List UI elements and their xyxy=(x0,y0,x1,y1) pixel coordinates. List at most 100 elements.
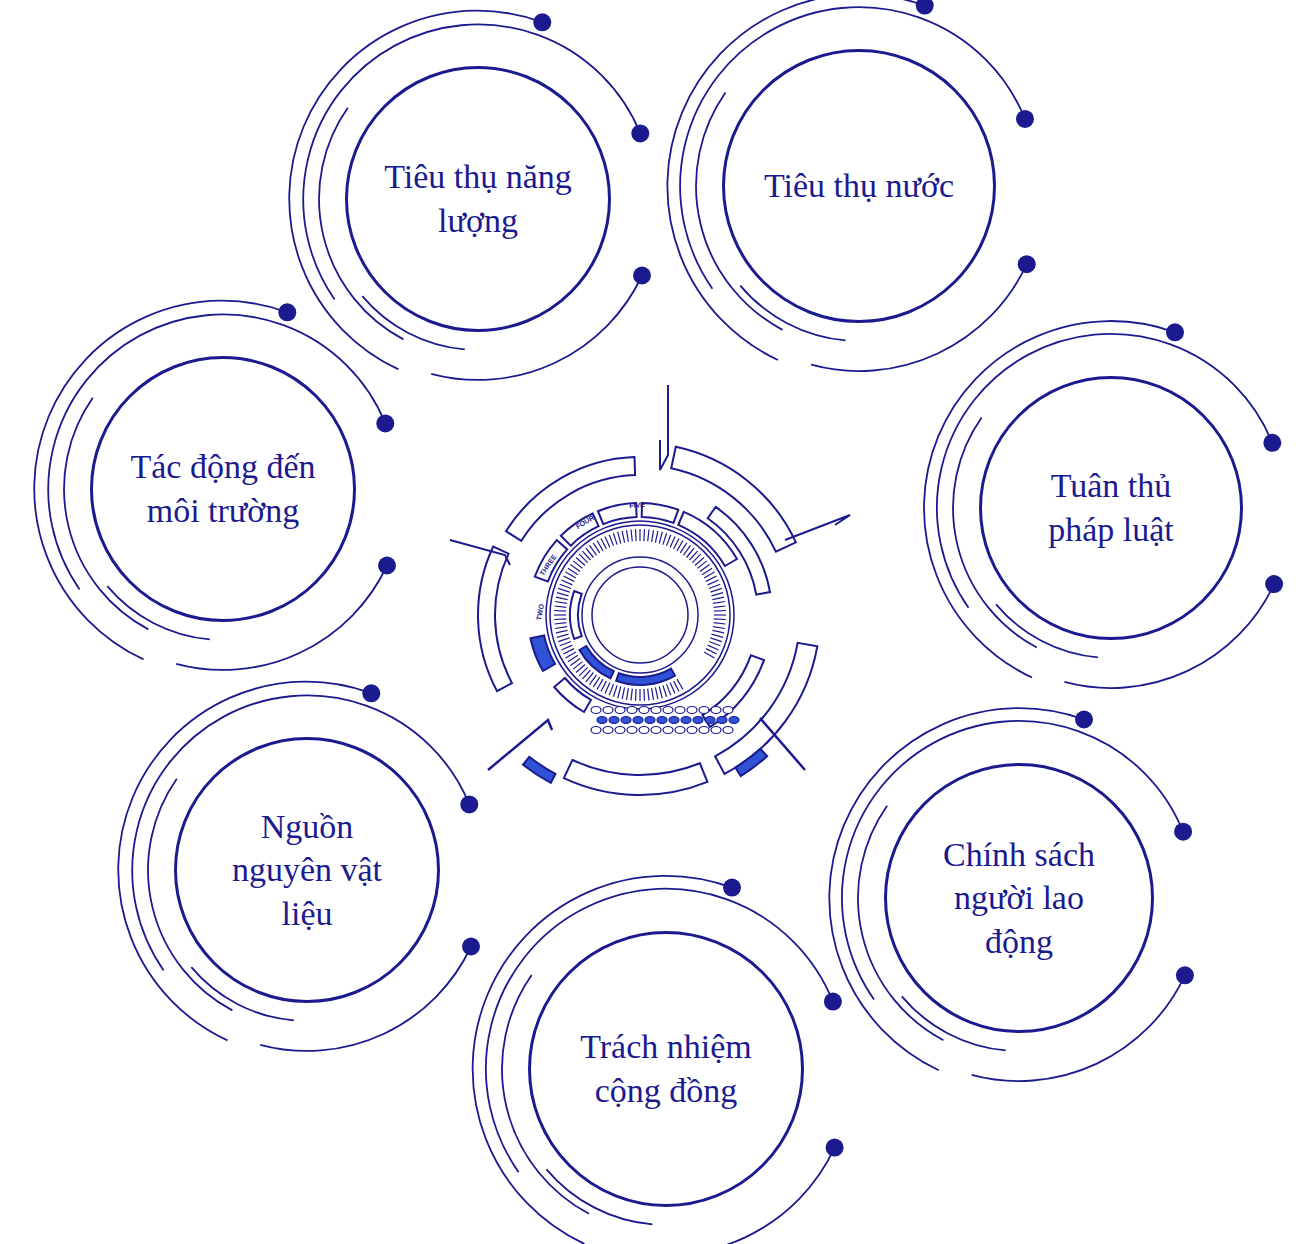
wheel-tick xyxy=(659,687,662,699)
wheel-tick xyxy=(704,572,714,578)
wheel-dot xyxy=(639,707,649,714)
wheel-tick xyxy=(618,532,621,544)
wheel-dot xyxy=(639,727,649,734)
orbit-arcs xyxy=(473,876,844,1244)
wheel-dot xyxy=(675,727,685,734)
wheel-tick xyxy=(709,584,720,588)
wheel-tick xyxy=(613,533,617,544)
topic-text: Tuân thủ pháp luật xyxy=(1026,464,1196,551)
wheel-dot xyxy=(597,717,607,724)
topic-text: Chính sách người lao động xyxy=(924,833,1114,964)
wheel-dot xyxy=(729,717,739,724)
wheel-tick xyxy=(713,627,725,629)
wheel-segment xyxy=(642,503,679,523)
topic-text: Tác động đến môi trường xyxy=(108,445,338,532)
wheel-tick xyxy=(555,627,567,629)
wheel-dot xyxy=(615,727,625,734)
wheel-tick xyxy=(597,541,603,551)
orbit-dot xyxy=(462,938,480,956)
wheel-tick xyxy=(710,638,721,642)
wheel-tick xyxy=(708,580,719,585)
wheel-spike xyxy=(488,720,552,770)
orbit-dot xyxy=(278,303,296,321)
wheel-segment xyxy=(554,678,591,712)
wheel-ring xyxy=(592,567,688,663)
wheel-tick xyxy=(674,681,679,692)
orbit-dot xyxy=(1176,966,1194,984)
orbit-dot xyxy=(631,124,649,142)
orbit-dot xyxy=(1018,255,1036,273)
wheel-tick xyxy=(712,630,724,633)
wheel-tick xyxy=(652,530,654,542)
wheel-tick xyxy=(652,688,654,700)
wheel-spike xyxy=(450,540,510,565)
wheel-dot xyxy=(657,717,667,724)
wheel-tick xyxy=(560,584,571,588)
wheel-tick xyxy=(648,530,649,542)
wheel-dot xyxy=(603,727,613,734)
wheel-tick xyxy=(627,530,629,542)
orbit-dot xyxy=(1265,575,1283,593)
wheel-ring xyxy=(550,525,730,705)
wheel-tick xyxy=(655,531,658,543)
wheel-tick xyxy=(677,679,683,689)
wheel-dot xyxy=(627,707,637,714)
wheel-tick xyxy=(708,645,719,650)
tech-wheel xyxy=(450,385,850,795)
wheel-tick xyxy=(554,618,566,620)
orbit-dot xyxy=(1166,323,1184,341)
orbit-dot xyxy=(1075,711,1093,729)
orbit-arcs xyxy=(34,301,396,670)
topic-text: Nguồn nguyên vật liệu xyxy=(217,805,397,936)
topic-circle: Trách nhiệm cộng đồng xyxy=(528,931,804,1207)
wheel-tick xyxy=(667,535,671,546)
wheel-tick xyxy=(554,614,566,615)
orbit-dot xyxy=(723,879,741,897)
wheel-dot xyxy=(687,707,697,714)
wheel-dot xyxy=(651,727,661,734)
topic-circle: Tiêu thụ năng lượng xyxy=(345,66,611,332)
wheel-dot xyxy=(645,717,655,724)
wheel-dot xyxy=(669,717,679,724)
wheel-tick xyxy=(714,614,726,615)
wheel-tick xyxy=(558,638,569,642)
orbit-dot xyxy=(378,557,396,575)
wheel-tick xyxy=(712,597,724,600)
wheel-dot xyxy=(687,727,697,734)
topic-text: Tiêu thụ nước xyxy=(734,164,984,208)
wheel-dot xyxy=(621,717,631,724)
wheel-dot xyxy=(681,717,691,724)
wheel-tick xyxy=(655,687,658,699)
wheel-tick xyxy=(659,532,662,544)
topic-circle: Tuân thủ pháp luật xyxy=(979,376,1243,640)
wheel-segment xyxy=(703,655,765,727)
wheel-tick xyxy=(561,580,572,585)
wheel-spike xyxy=(760,718,805,770)
topic-circle: Nguồn nguyên vật liệu xyxy=(174,737,440,1003)
wheel-tick xyxy=(556,630,568,633)
wheel-tick xyxy=(663,533,667,544)
wheel-tick xyxy=(609,684,613,695)
wheel-tick xyxy=(639,689,640,701)
wheel-tick xyxy=(555,623,567,624)
orbit-dot xyxy=(1016,110,1034,128)
wheel-segment xyxy=(530,635,555,671)
wheel-tick xyxy=(555,606,567,607)
wheel-tick xyxy=(635,689,637,701)
wheel-tick xyxy=(601,681,606,692)
wheel-dot xyxy=(591,727,601,734)
wheel-tick xyxy=(712,593,724,596)
topic-text: Tiêu thụ năng lượng xyxy=(378,155,578,242)
wheel-dot xyxy=(717,717,727,724)
wheel-tick xyxy=(706,649,717,654)
orbit-dot xyxy=(376,414,394,432)
wheel-ring xyxy=(546,521,734,709)
wheel-tick xyxy=(667,684,671,695)
wheel-segment xyxy=(564,760,708,795)
wheel-tick xyxy=(631,689,632,701)
topic-circle: Tác động đến môi trường xyxy=(90,356,356,622)
wheel-tick xyxy=(663,685,667,696)
wheel-tick xyxy=(631,530,632,542)
wheel-tick xyxy=(639,529,640,541)
orbit-dot xyxy=(826,1139,844,1157)
